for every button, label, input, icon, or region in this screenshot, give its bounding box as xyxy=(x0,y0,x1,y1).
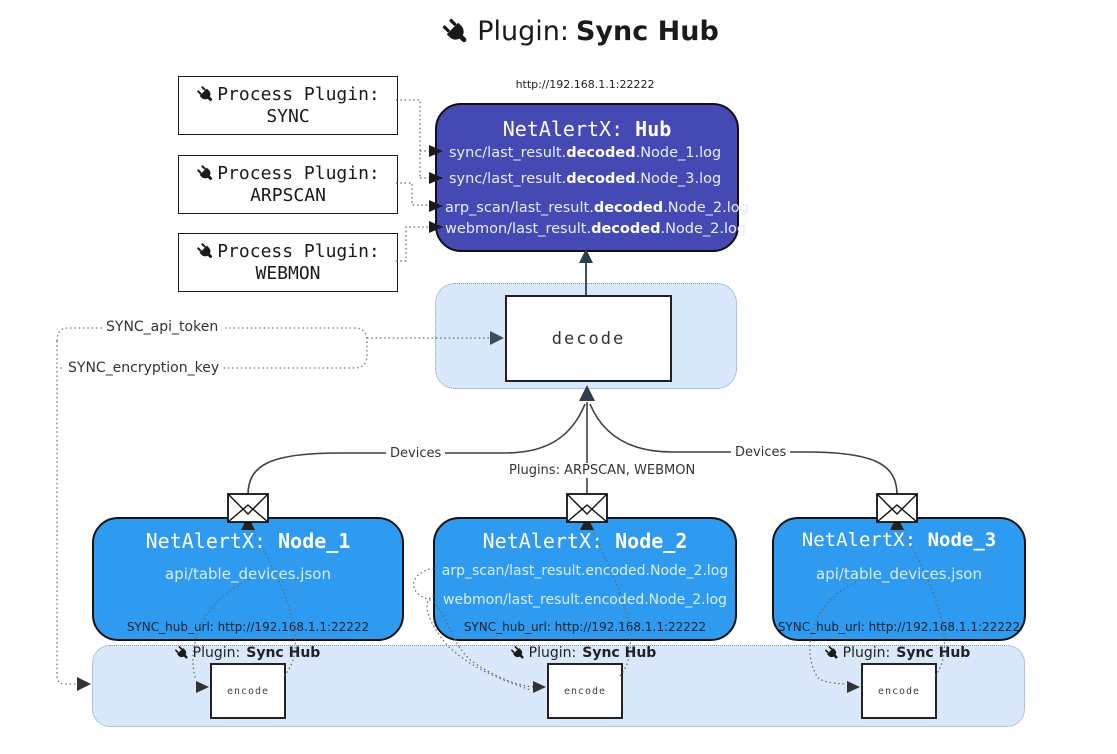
node-hub-url: SYNC_hub_url: http://192.168.1.1:22222 xyxy=(777,620,1021,634)
connector-plugins-to-hub xyxy=(396,99,429,262)
encode-box-1: encode xyxy=(210,663,286,719)
node-file-line: arp_scan/last_result.encoded.Node_2.log xyxy=(441,563,729,579)
node-file-line: api/table_devices.json xyxy=(165,565,331,583)
node-file-line: webmon/last_result.encoded.Node_2.log xyxy=(443,592,727,608)
node-box-2: NetAlertX: Node_2 arp_scan/last_result.e… xyxy=(433,517,737,641)
encode-label: encode xyxy=(226,685,270,697)
plug-icon xyxy=(510,645,526,661)
process-plugin-box-sync: Process Plugin: SYNC xyxy=(178,76,398,135)
page-title: Plugin: Sync Hub xyxy=(370,16,790,47)
node-title: NetAlertX: Node_2 xyxy=(482,529,688,553)
hub-title-name: Hub xyxy=(635,117,672,141)
hub-log-line: sync/last_result.decoded.Node_1.log xyxy=(449,145,722,161)
hub-title-prefix: NetAlertX: xyxy=(502,117,624,141)
encode-label: encode xyxy=(563,685,607,697)
decode-box: decode xyxy=(505,295,672,382)
hub-url-label: http://192.168.1.1:22222 xyxy=(515,78,655,91)
connector-nodes-to-decode xyxy=(247,402,898,496)
hub-box: NetAlertX: Hub sync/last_result.decoded.… xyxy=(435,103,749,252)
process-plugin-label: Process Plugin: xyxy=(217,162,380,184)
node-title: NetAlertX: Node_1 xyxy=(145,529,351,553)
hub-title: NetAlertX: Hub xyxy=(437,117,737,141)
encode-box-2: encode xyxy=(547,663,623,719)
encoder-plugin-label-2: Plugin:Sync Hub xyxy=(503,645,663,661)
devices-label-right: Devices xyxy=(731,445,791,460)
process-plugin-label: Process Plugin: xyxy=(217,240,380,262)
page-title-prefix: Plugin: xyxy=(477,16,569,47)
plugins-label-middle: Plugins: ARPSCAN, WEBMON xyxy=(505,463,700,478)
node-box-1: NetAlertX: Node_1 api/table_devices.json… xyxy=(92,517,404,641)
encode-box-3: encode xyxy=(861,663,937,719)
plug-icon xyxy=(824,645,840,661)
process-plugin-name: SYNC xyxy=(266,105,310,127)
process-plugin-box-webmon: Process Plugin: WEBMON xyxy=(178,233,398,292)
plug-icon xyxy=(196,164,215,183)
plug-icon xyxy=(174,645,190,661)
hub-log-line: webmon/last_result.decoded.Node_2.log xyxy=(445,221,747,237)
plug-icon xyxy=(441,17,471,47)
encode-label: encode xyxy=(877,685,921,697)
plug-icon xyxy=(196,85,215,104)
sync-encryption-key-label: SYNC_encryption_key xyxy=(64,360,224,376)
devices-label-left: Devices xyxy=(386,446,446,461)
node-box-3: NetAlertX: Node_3 api/table_devices.json… xyxy=(772,517,1026,641)
decode-label: decode xyxy=(551,328,626,349)
node-hub-url: SYNC_hub_url: http://192.168.1.1:22222 xyxy=(126,620,370,634)
process-plugin-name: WEBMON xyxy=(255,262,321,284)
encoder-plugin-label-1: Plugin:Sync Hub xyxy=(167,645,327,661)
process-plugin-box-arpscan: Process Plugin: ARPSCAN xyxy=(178,155,398,214)
sync-api-token-label: SYNC_api_token xyxy=(102,319,223,335)
hub-log-line: arp_scan/last_result.decoded.Node_2.log xyxy=(445,200,749,216)
strip-input-arrowhead xyxy=(77,677,91,691)
page-title-name: Sync Hub xyxy=(575,16,719,47)
process-plugin-name: ARPSCAN xyxy=(250,184,326,206)
plug-icon xyxy=(196,242,215,261)
hub-log-line: sync/last_result.decoded.Node_3.log xyxy=(449,171,722,187)
encoder-plugin-label-3: Plugin:Sync Hub xyxy=(817,645,977,661)
node-file-line: api/table_devices.json xyxy=(816,565,982,583)
node-hub-url: SYNC_hub_url: http://192.168.1.1:22222 xyxy=(463,620,707,634)
node-title: NetAlertX: Node_3 xyxy=(801,529,997,551)
process-plugin-label: Process Plugin: xyxy=(217,83,380,105)
